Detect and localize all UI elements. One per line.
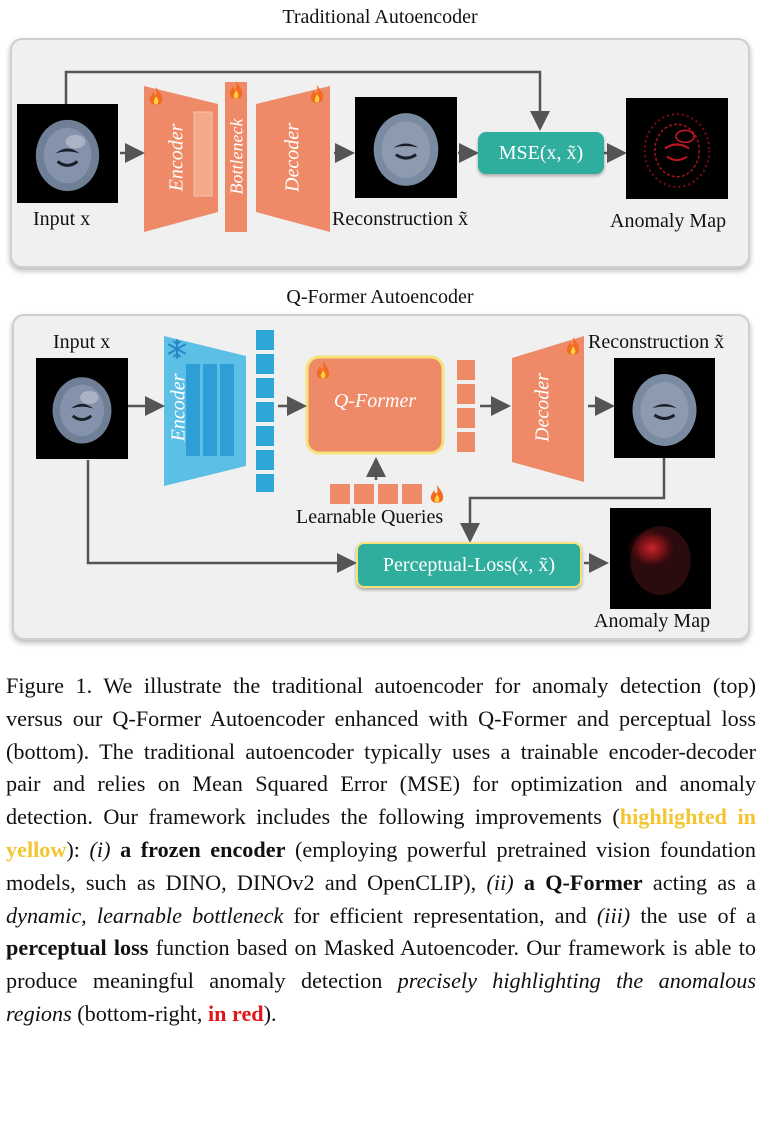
fire-icon <box>316 361 330 379</box>
top-panel-title: Traditional Autoencoder <box>282 6 478 28</box>
caption-italic: precisely highlighting the anomalous reg… <box>6 968 756 1026</box>
bottom-panel-title: Q-Former Autoencoder <box>286 286 474 308</box>
top-decoder-label: Decoder <box>281 123 304 192</box>
skip-arrow <box>64 70 550 131</box>
caption-bold: perceptual loss <box>6 935 149 961</box>
qformer-block <box>305 355 445 455</box>
top-bottleneck-block <box>225 82 247 232</box>
caption-text: (bottom-right, <box>71 1000 208 1026</box>
figure-caption: Figure 1. We illustrate the traditional … <box>6 670 756 1031</box>
caption-red: in red <box>207 1000 264 1026</box>
fire-icon <box>149 87 163 105</box>
caption-italic: (ii) <box>486 869 514 895</box>
fire-icon <box>310 85 324 103</box>
top-reconstruction-image <box>355 97 457 198</box>
snowflake-icon <box>168 339 186 359</box>
top-anomaly-map-image <box>626 98 728 199</box>
caption-text: Figure 1. We illustrate the traditional … <box>6 673 756 830</box>
bottom-anomaly-label: Anomaly Map <box>594 610 711 632</box>
bottom-encoder-label: Encoder <box>167 373 190 442</box>
input-to-loss-arrow <box>86 460 357 573</box>
bottom-anomaly-map-image <box>610 508 711 609</box>
bottom-input-label: Input x <box>53 331 111 353</box>
caption-italic: (iii) <box>596 902 631 928</box>
encoder-layer <box>203 364 217 456</box>
fire-icon <box>430 485 444 503</box>
bottom-decoder-label: Decoder <box>531 373 554 442</box>
caption-italic: (i) <box>89 836 111 862</box>
mse-box: MSE(x, x̃) <box>478 132 604 174</box>
top-input-image <box>17 104 118 203</box>
caption-highlight: highlighted in yellow <box>6 804 756 862</box>
caption-bold: a frozen encoder <box>120 836 286 862</box>
top-decoder-block <box>256 86 330 232</box>
perceptual-loss-box: Perceptual-Loss(x, x̃) <box>356 542 582 588</box>
caption-text: ): <box>66 836 90 862</box>
caption-text: ). <box>263 1000 277 1026</box>
top-encoder-inner-bar <box>193 111 213 197</box>
encoder-layer <box>186 364 200 456</box>
top-input-label: Input x <box>33 208 91 230</box>
bottom-input-image <box>36 358 128 459</box>
top-encoder-label: Encoder <box>165 123 188 192</box>
fire-icon <box>229 81 243 99</box>
query-output-column <box>457 360 475 452</box>
caption-italic: dynamic, learnable bottleneck <box>6 902 284 928</box>
bottom-reconstruction-label: Reconstruction x̃ <box>588 331 725 353</box>
qformer-label: Q-Former <box>333 390 417 412</box>
top-anomaly-label: Anomaly Map <box>610 210 727 232</box>
top-reconstruction-label: Reconstruction x̃ <box>332 208 469 230</box>
top-bottleneck-label: Bottleneck <box>226 118 247 195</box>
encoder-layer <box>220 364 234 456</box>
fire-icon <box>566 337 580 355</box>
diagram-canvas <box>64 70 666 573</box>
bottom-decoder-block <box>512 336 584 482</box>
encoder-token-column <box>256 330 274 492</box>
caption-bold: a Q-Former <box>523 869 643 895</box>
bottom-reconstruction-image <box>614 358 715 458</box>
caption-text: function based on Masked Autoencoder. Ou… <box>6 935 756 994</box>
reconstruction-to-loss-arrow <box>460 458 666 543</box>
learnable-queries-label: Learnable Queries <box>296 506 444 528</box>
learnable-queries-row <box>330 484 422 504</box>
caption-text: the use of a <box>630 902 756 928</box>
caption-text: for efficient representation, and <box>283 902 597 928</box>
caption-text: (employing powerful pretrained vision fo… <box>6 836 756 895</box>
caption-text: acting as a <box>642 869 756 895</box>
